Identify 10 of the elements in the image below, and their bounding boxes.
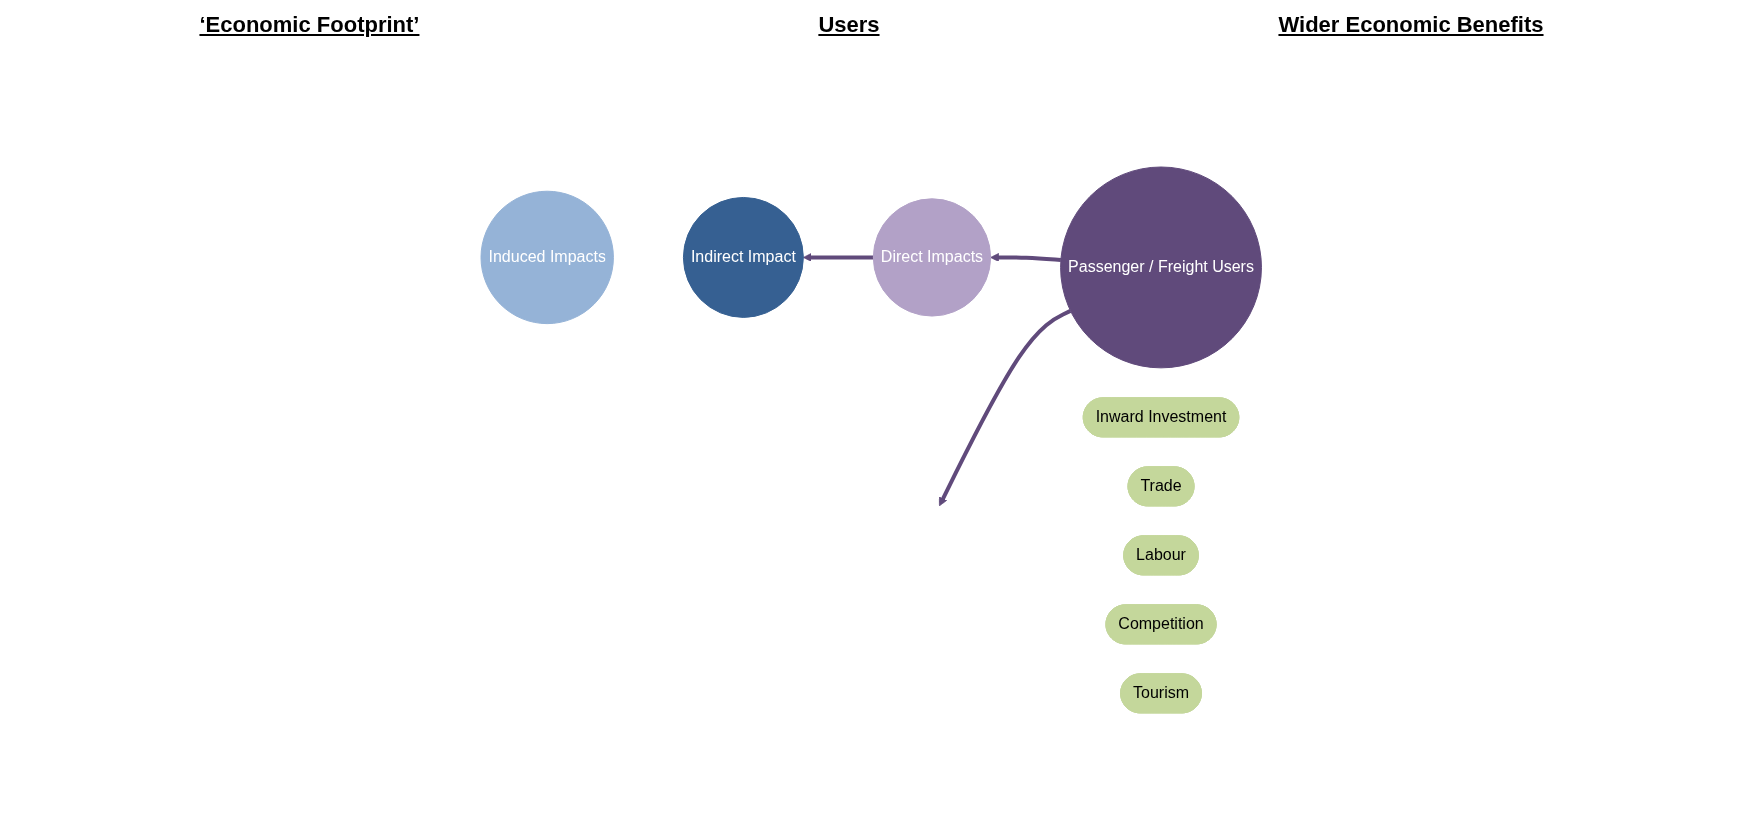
node-circle: Indirect Impact — [683, 197, 805, 318]
column-heading: Users — [818, 12, 880, 38]
node-circle: Passenger / Freight Users — [1060, 166, 1263, 369]
arrow — [990, 253, 1062, 263]
column-heading: ‘Economic Footprint’ — [199, 12, 420, 38]
arrow — [939, 309, 1072, 507]
node-circle: Induced Impacts — [480, 190, 615, 325]
arrow — [803, 253, 874, 262]
column-heading: Wider Economic Benefits — [1278, 12, 1544, 38]
node-circle: Direct Impacts — [873, 198, 992, 317]
